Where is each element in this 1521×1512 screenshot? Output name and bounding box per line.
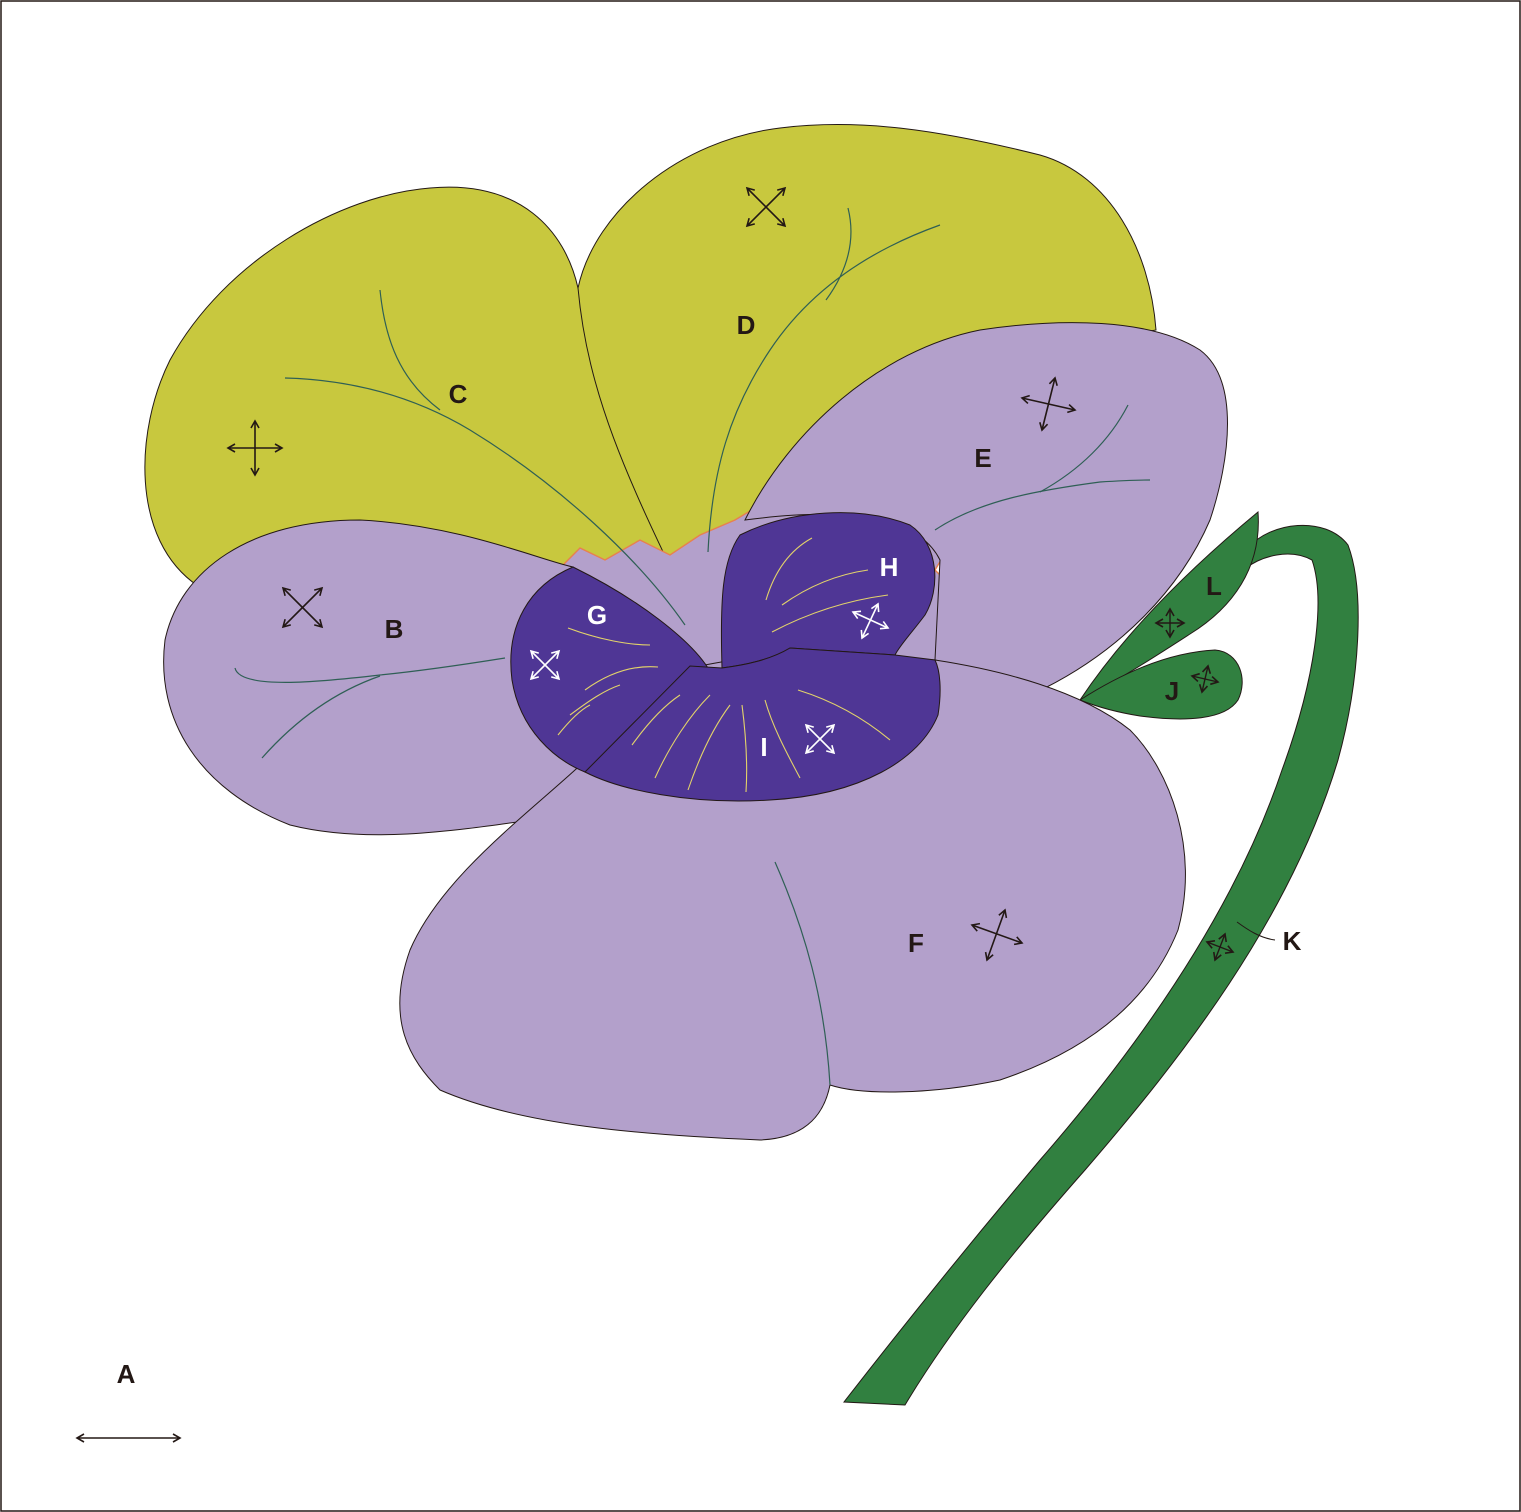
label-i: I	[760, 732, 767, 762]
label-f: F	[908, 928, 924, 958]
label-b: B	[385, 614, 404, 644]
label-k: K	[1283, 926, 1302, 956]
label-h: H	[880, 552, 899, 582]
label-d: D	[737, 310, 756, 340]
label-l: L	[1206, 571, 1222, 601]
label-g: G	[587, 600, 607, 630]
label-e: E	[974, 443, 991, 473]
label-c: C	[449, 379, 468, 409]
label-a: A	[117, 1359, 136, 1389]
label-j: J	[1165, 676, 1179, 706]
